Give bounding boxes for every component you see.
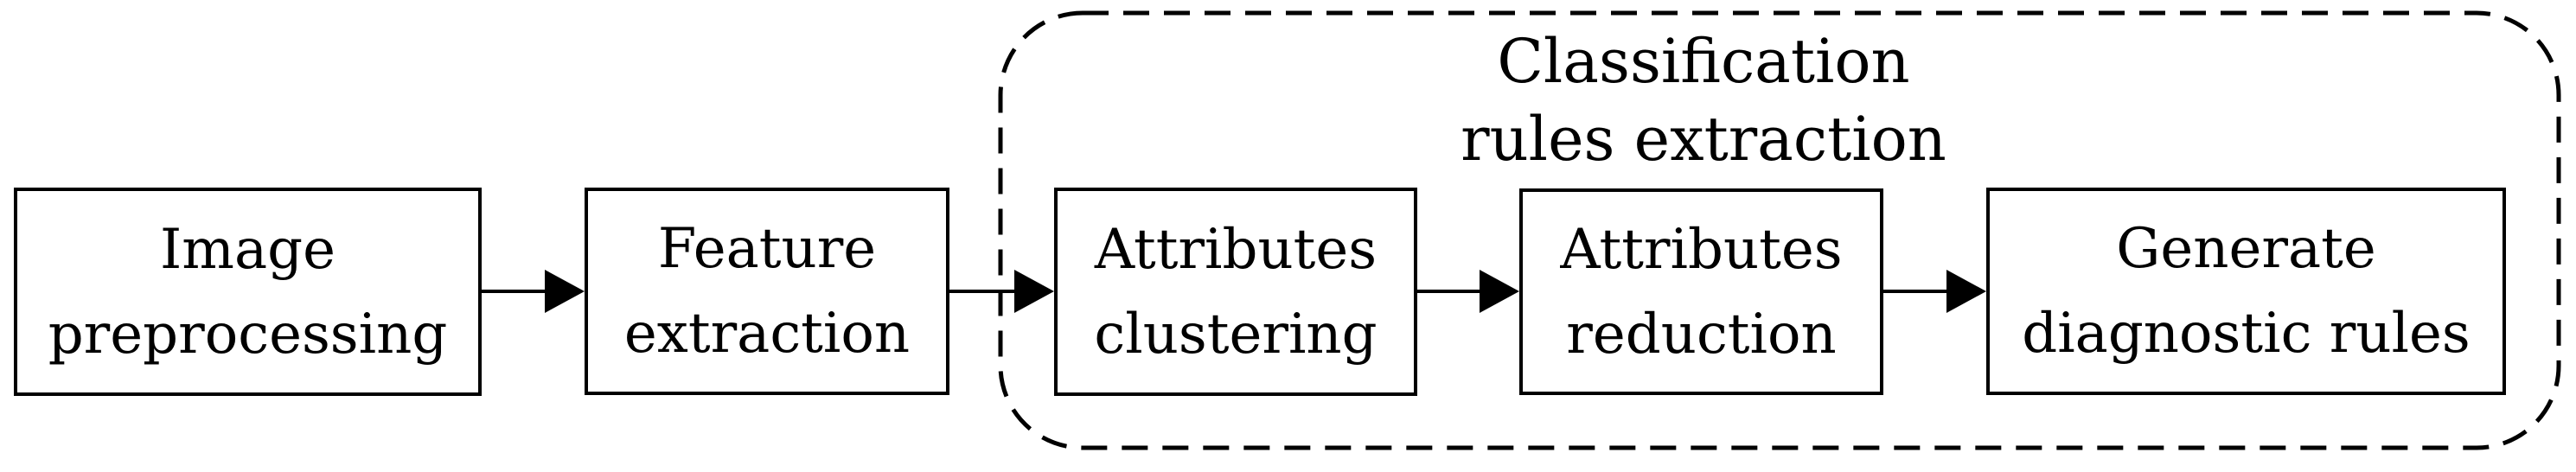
node-label-line: Image <box>160 217 336 282</box>
node-attributes-clustering: Attributes clustering <box>1054 188 1417 396</box>
node-label-line: Attributes <box>1094 217 1377 282</box>
arrowhead-icon <box>1014 270 1054 313</box>
node-generate-diagnostic-rules: Generate diagnostic rules <box>1986 188 2506 395</box>
arrow-shaft <box>1417 290 1480 293</box>
dashed-rounded-rect <box>998 10 2561 450</box>
group-title-line-1: Classification <box>1497 26 1910 97</box>
node-label-line: extraction <box>623 302 911 366</box>
arrowhead-icon <box>1946 270 1986 313</box>
arrow-shaft <box>482 290 545 293</box>
node-feature-extraction: Feature extraction <box>585 188 949 395</box>
arrow-shaft <box>949 290 1014 293</box>
node-label-line: preprocessing <box>48 302 448 367</box>
classification-group-title: Classification rules extraction <box>1358 22 2049 178</box>
arrowhead-icon <box>545 270 585 313</box>
arrow-image-preprocessing-to-feature-extraction <box>482 270 585 313</box>
arrow-feature-extraction-to-attributes-clustering <box>949 270 1054 313</box>
arrow-attributes-reduction-to-generate-diagnostic-rules <box>1883 270 1986 313</box>
node-label-line: Feature <box>657 217 877 281</box>
classification-group-border <box>998 10 2561 450</box>
node-label-line: Attributes <box>1560 217 1843 282</box>
arrow-attributes-clustering-to-attributes-reduction <box>1417 270 1519 313</box>
node-image-preprocessing: Image preprocessing <box>14 188 482 396</box>
arrow-shaft <box>1883 290 1946 293</box>
node-label-line: diagnostic rules <box>2022 302 2471 366</box>
node-label-line: Generate <box>2116 217 2376 281</box>
node-label-line: clustering <box>1094 302 1377 367</box>
arrowhead-icon <box>1480 270 1519 313</box>
node-label-line: reduction <box>1566 302 1837 367</box>
node-attributes-reduction: Attributes reduction <box>1519 188 1883 395</box>
group-title-line-2: rules extraction <box>1461 104 1946 175</box>
